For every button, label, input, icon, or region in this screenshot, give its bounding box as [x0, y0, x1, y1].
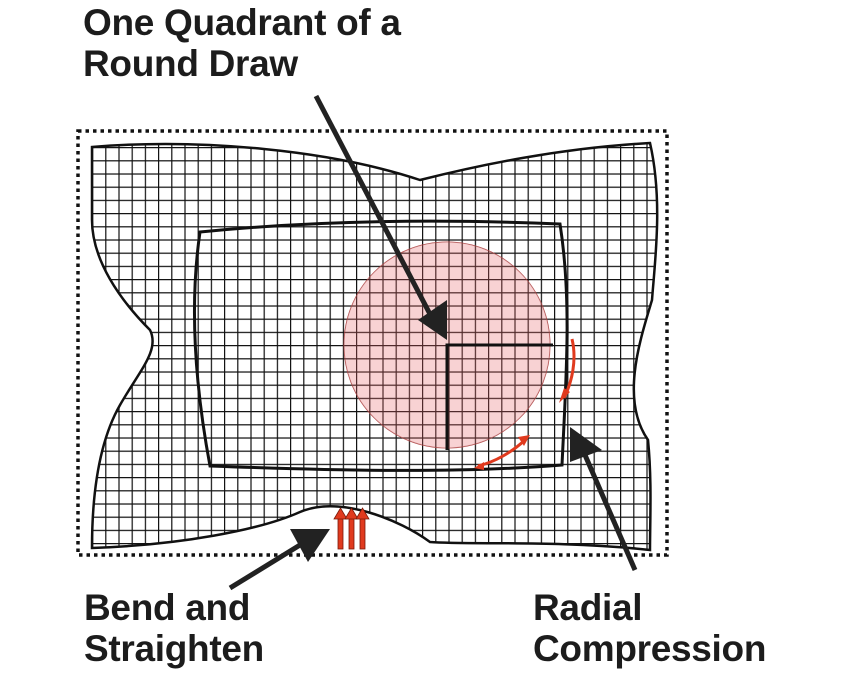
red-up-arrows: [333, 507, 370, 550]
mesh-outline: [90, 141, 659, 552]
bend-straighten-label: Bend and Straighten: [84, 587, 264, 670]
cup-outline: [193, 219, 569, 472]
bend-label-line-1: Bend and: [84, 587, 251, 628]
radial-pointer-arrow: [570, 427, 638, 571]
title-label: One Quadrant of a Round Draw: [83, 2, 401, 85]
radial-label-line-1: Radial: [533, 587, 643, 628]
radial-label-line-2: Compression: [533, 628, 767, 670]
title-line-2: Round Draw: [83, 43, 298, 85]
title-line-1: One Quadrant of a: [83, 2, 401, 43]
quadrant-pointer-arrow: [313, 94, 447, 340]
red-curved-arrowheads: [474, 388, 570, 470]
bend-pointer-arrow: [228, 529, 330, 591]
quadrant-lines: [445, 343, 553, 450]
bend-label-line-2: Straighten: [84, 628, 264, 670]
radial-compression-label: Radial Compression: [533, 587, 766, 670]
dotted-border: [76, 129, 669, 557]
